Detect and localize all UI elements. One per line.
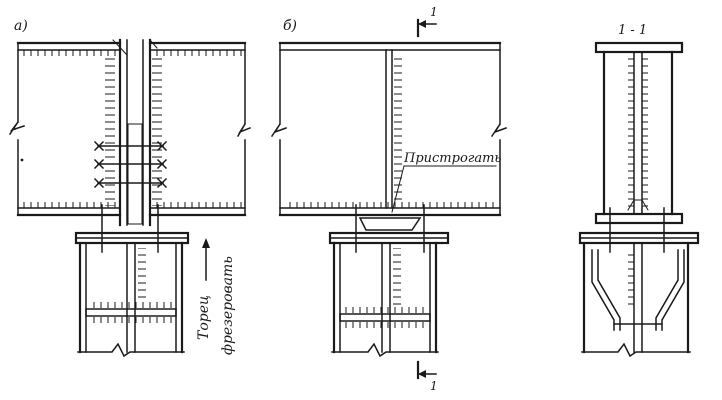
view-b-beam xyxy=(270,41,507,217)
end-note-line2: фрезеровать xyxy=(220,256,236,355)
planing-note-text: Пристрогать xyxy=(403,151,502,166)
planing-note: Пристрогать xyxy=(391,151,502,213)
section-mark-top: 1 xyxy=(416,5,438,38)
end-milling-note: Торец фрезеровать xyxy=(196,238,236,355)
section-mark-bottom-label: 1 xyxy=(430,379,438,393)
view-a-column xyxy=(74,204,190,358)
end-note-line1: Торец xyxy=(196,295,212,340)
view-b-column xyxy=(328,204,450,358)
view-b: б) 1 Пристрогать xyxy=(270,5,507,393)
section-1-1: 1 - 1 xyxy=(578,23,700,358)
view-a-right-beam xyxy=(148,41,251,217)
section-mark-bottom: 1 xyxy=(416,360,438,393)
fig-b-label: б) xyxy=(283,18,297,34)
section-mark-top-label: 1 xyxy=(430,5,438,19)
view-a-bolt-row xyxy=(93,140,168,189)
view-a-end-plates xyxy=(93,38,168,227)
fig-a-label: а) xyxy=(14,18,28,34)
view-a-left-beam xyxy=(8,41,122,217)
view-a: а) xyxy=(8,18,251,358)
section-title: 1 - 1 xyxy=(618,23,647,38)
